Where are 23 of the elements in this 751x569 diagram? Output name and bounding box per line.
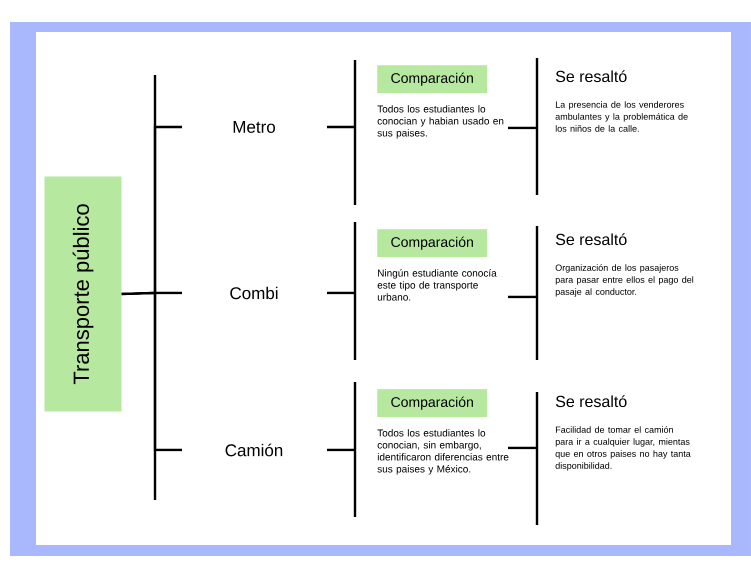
connector-line xyxy=(506,56,538,196)
topic-box: Transporte público xyxy=(44,176,122,412)
heading-box: Comparación xyxy=(377,229,488,258)
connector-line xyxy=(326,220,356,362)
branch-label: Combi xyxy=(230,286,278,300)
body-text: Todos los estudiantes lo conocian, sin embargo, identificaron diferencias entre sus paises y México. xyxy=(377,429,508,474)
connector-line xyxy=(122,292,182,452)
heading-box: Comparación xyxy=(377,389,488,418)
heading-text: Se resaltó xyxy=(556,70,627,82)
body-text: La presencia de los venderores ambulantes y la problemática de los niños de la calle. xyxy=(556,101,688,132)
heading-text: Se resaltó xyxy=(556,395,627,408)
body-text: Todos los estudiantes lo conocian y habian usado en sus paises. xyxy=(377,105,504,138)
heading-text: Se resaltó xyxy=(556,233,627,246)
branch-label: Metro xyxy=(234,121,276,133)
heading-box: Comparación xyxy=(377,65,488,94)
body-text: Ningún estudiante conocía este tipo de transporte urbano. xyxy=(378,269,497,301)
branch-label: Camión xyxy=(226,444,282,456)
connector-line xyxy=(326,380,356,518)
body-text: Facilidad de tomar el camión para ir a cualquier lugar, mientas que en otros paises no hay tanta disponibilidad. xyxy=(556,426,691,471)
connector-line xyxy=(326,58,356,206)
connector-line xyxy=(506,224,538,362)
body-text: Organización de los pasajeros para pasar entre ellos el pago del pasaje al conductor. xyxy=(556,264,694,297)
connector-line xyxy=(506,390,538,526)
